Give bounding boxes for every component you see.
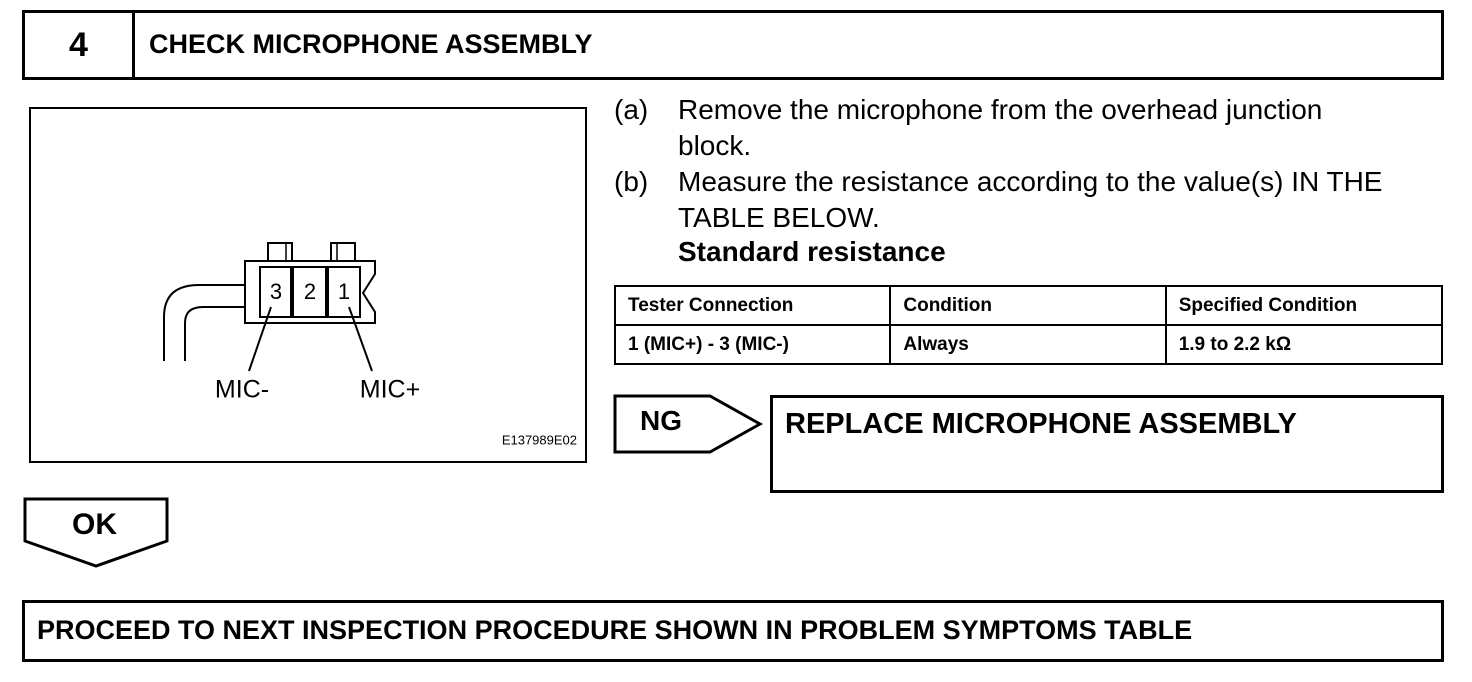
table-row: 1 (MIC+) - 3 (MIC-) Always 1.9 to 2.2 kΩ (613, 324, 1444, 365)
connector-illustration: 3 2 1 MIC- MIC+ E137989E02 (163, 242, 577, 447)
instruction-text: TABLE BELOW. (678, 202, 880, 233)
instruction-text: Measure the resistance according to the … (678, 166, 1383, 197)
ok-arrow (23, 497, 169, 568)
figure-code: E137989E02 (502, 432, 577, 447)
pin-number: 1 (338, 279, 350, 304)
spec-table: Tester Connection Condition Specified Co… (613, 285, 1444, 365)
table-cell: Always (889, 324, 1167, 365)
table-header-row: Tester Connection Condition Specified Co… (613, 285, 1444, 326)
table-cell: 1 (MIC+) - 3 (MIC-) (613, 324, 892, 365)
ng-label: NG (640, 405, 682, 436)
ok-label: OK (72, 508, 117, 541)
pin-number: 3 (270, 279, 282, 304)
next-step-text: PROCEED TO NEXT INSPECTION PROCEDURE SHO… (37, 615, 1193, 645)
instruction-text: Remove the microphone from the overhead … (678, 94, 1323, 125)
table-header: Tester Connection (613, 285, 892, 326)
table-header: Condition (889, 285, 1167, 326)
instruction-marker: (a) (614, 94, 649, 125)
mic-plus-label: MIC+ (360, 376, 420, 404)
connector-diagram: 3 2 1 MIC- MIC+ E137989E02 (29, 107, 587, 463)
instruction-text: block. (678, 130, 752, 161)
step-number: 4 (25, 13, 135, 77)
ng-action-text: REPLACE MICROPHONE ASSEMBLY (785, 408, 1297, 440)
pin-number: 2 (304, 279, 316, 304)
next-step-box: PROCEED TO NEXT INSPECTION PROCEDURE SHO… (22, 600, 1444, 662)
step-header: 4 CHECK MICROPHONE ASSEMBLY (22, 10, 1444, 80)
instruction-marker: (b) (614, 166, 649, 197)
table-cell: 1.9 to 2.2 kΩ (1164, 324, 1444, 365)
ng-action-box: REPLACE MICROPHONE ASSEMBLY (770, 395, 1444, 493)
ng-arrow (613, 394, 764, 454)
table-header: Specified Condition (1164, 285, 1444, 326)
step-title: CHECK MICROPHONE ASSEMBLY (149, 29, 593, 59)
mic-minus-label: MIC- (215, 376, 269, 404)
standard-heading: Standard resistance (678, 236, 946, 267)
